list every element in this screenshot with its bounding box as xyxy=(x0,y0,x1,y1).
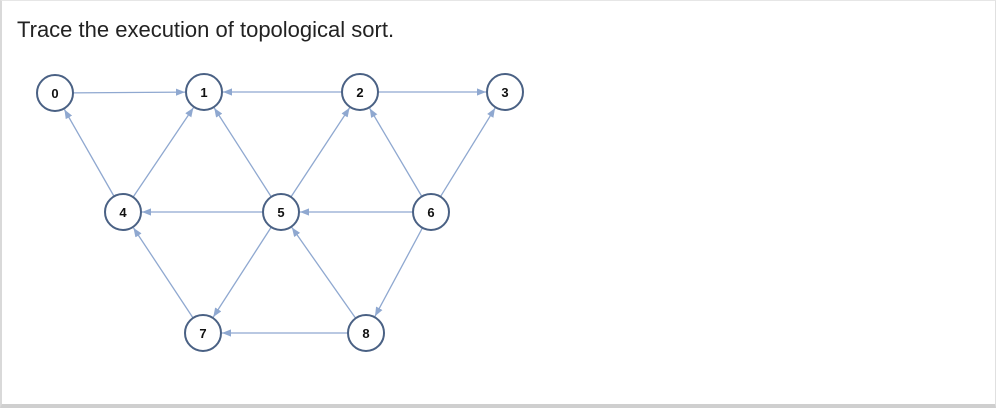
node-3: 3 xyxy=(486,73,524,111)
question-text: Trace the execution of topological sort. xyxy=(17,17,395,42)
node-label: 2 xyxy=(356,85,363,100)
edge-6-to-3 xyxy=(439,107,496,198)
node-0: 0 xyxy=(36,74,74,112)
node-8: 8 xyxy=(347,314,385,352)
nodes-layer: 0 1 2 3 4 5 6 7 8 xyxy=(36,73,524,352)
node-label: 1 xyxy=(200,85,207,100)
edge-6-to-8 xyxy=(374,227,424,317)
node-7: 7 xyxy=(184,314,222,352)
node-label: 7 xyxy=(199,326,206,341)
node-2: 2 xyxy=(341,73,379,111)
edge-5-to-7 xyxy=(212,226,272,318)
node-label: 3 xyxy=(501,85,508,100)
node-circle xyxy=(347,314,385,352)
node-circle xyxy=(36,74,74,112)
node-label: 0 xyxy=(51,86,58,101)
node-circle xyxy=(412,193,450,231)
edge-5-to-2 xyxy=(290,107,351,198)
node-label: 5 xyxy=(277,205,284,220)
node-label: 8 xyxy=(362,326,369,341)
node-label: 4 xyxy=(119,205,127,220)
node-5: 5 xyxy=(262,193,300,231)
node-1: 1 xyxy=(185,73,223,111)
edge-8-to-5 xyxy=(291,227,357,319)
node-4: 4 xyxy=(104,193,142,231)
edges-layer xyxy=(63,88,496,337)
edge-5-to-1 xyxy=(213,107,272,198)
edge-4-to-0 xyxy=(63,109,115,197)
node-label: 6 xyxy=(427,205,434,220)
node-circle xyxy=(184,314,222,352)
node-circle xyxy=(486,73,524,111)
node-circle xyxy=(341,73,379,111)
node-6: 6 xyxy=(412,193,450,231)
edge-4-to-1 xyxy=(132,107,194,198)
edge-0-to-1 xyxy=(72,88,186,96)
node-circle xyxy=(104,193,142,231)
node-circle xyxy=(185,73,223,111)
edge-6-to-2 xyxy=(369,108,423,197)
question-card: Trace the execution of topological sort. xyxy=(0,0,996,408)
node-circle xyxy=(262,193,300,231)
edge-7-to-4 xyxy=(132,227,194,319)
